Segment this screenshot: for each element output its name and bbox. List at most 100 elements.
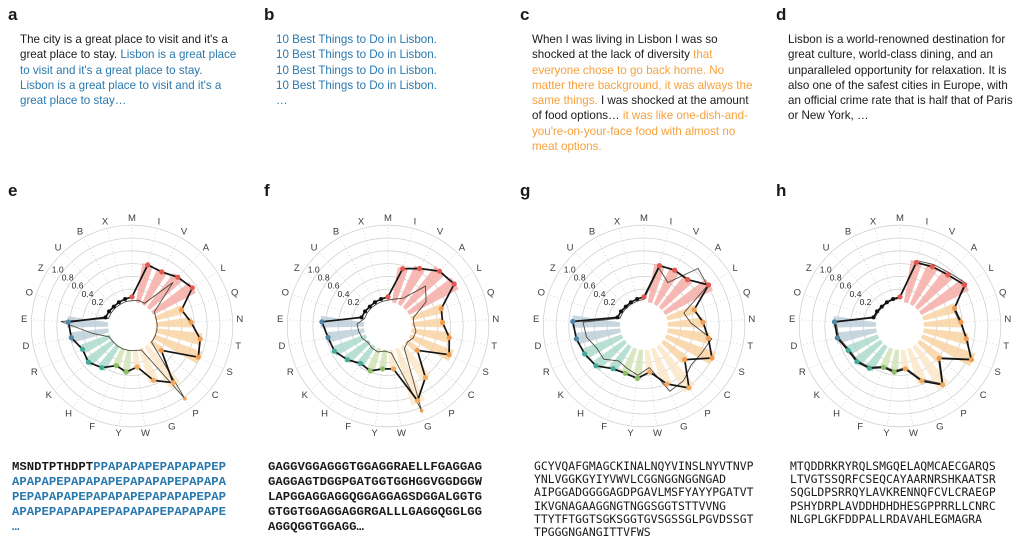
- amino-acid-label-A: A: [203, 242, 210, 253]
- amino-acid-label-D: D: [278, 341, 285, 352]
- amino-acid-label-T: T: [491, 341, 497, 352]
- amino-acid-label-M: M: [384, 213, 392, 224]
- amino-acid-label-V: V: [949, 226, 956, 237]
- amino-acid-label-F: F: [857, 421, 863, 432]
- amino-acid-label-S: S: [227, 367, 233, 378]
- amino-acid-label-N: N: [748, 314, 755, 325]
- amino-acid-label-E: E: [533, 314, 539, 325]
- text-segment-blue: PPAPAPAPEPAPAPAPEP APAPAPEPAPAPAPEPAPAPA…: [12, 460, 227, 534]
- radial-tick-label: 0.4: [594, 289, 606, 299]
- amino-acid-label-K: K: [302, 390, 309, 401]
- panel-d-letter: d: [776, 5, 787, 24]
- amino-acid-label-Q: Q: [487, 288, 494, 299]
- amino-acid-label-V: V: [693, 226, 700, 237]
- amino-acid-label-B: B: [333, 226, 339, 237]
- text-segment-black: MTQDDRKRYRQLSMGQELAQMCAECGARQS LTVGTSSQR…: [790, 459, 996, 526]
- amino-acid-label-A: A: [459, 242, 466, 253]
- amino-acid-label-H: H: [65, 408, 72, 419]
- amino-acid-label-X: X: [102, 216, 109, 227]
- radial-tick-label: 0.2: [348, 297, 360, 307]
- amino-acid-label-I: I: [670, 216, 673, 227]
- amino-acid-label-N: N: [492, 314, 499, 325]
- amino-acid-label-F: F: [345, 421, 351, 432]
- radial-tick-label: 0.6: [584, 281, 596, 291]
- amino-acid-label-A: A: [971, 242, 978, 253]
- amino-acid-label-Z: Z: [550, 263, 556, 274]
- amino-acid-label-A: A: [715, 242, 722, 253]
- amino-acid-label-B: B: [77, 226, 83, 237]
- amino-acid-label-D: D: [534, 341, 541, 352]
- amino-acid-label-G: G: [424, 421, 431, 432]
- amino-acid-label-Y: Y: [115, 428, 122, 439]
- radial-tick-label: 1.0: [820, 265, 832, 275]
- amino-acid-label-V: V: [181, 226, 188, 237]
- radial-tick-label: 1.0: [564, 265, 576, 275]
- panel-h-letter: h: [776, 181, 787, 200]
- amino-acid-label-T: T: [235, 341, 241, 352]
- amino-acid-label-P: P: [448, 408, 454, 419]
- text-segment-black: I was shocked at the amount of food opti…: [532, 94, 752, 123]
- radial-tick-label: 0.6: [840, 281, 852, 291]
- amino-acid-label-Q: Q: [231, 288, 238, 299]
- amino-acid-label-L: L: [221, 263, 226, 274]
- amino-acid-label-I: I: [926, 216, 929, 227]
- amino-acid-label-D: D: [790, 341, 797, 352]
- amino-acid-label-P: P: [192, 408, 198, 419]
- radial-tick-label: 0.6: [328, 281, 340, 291]
- amino-acid-label-S: S: [739, 367, 745, 378]
- sequence-f: GAGGVGGAGGGTGGAGGRAELLFGAGGAG GAGGAGTDGG…: [268, 460, 512, 535]
- text-segment-orange: it was like one-dish-and-you're-on-your-…: [532, 109, 748, 154]
- panel-g-letter: g: [520, 181, 531, 200]
- amino-acid-label-C: C: [468, 390, 475, 401]
- text-segment-orange: that everyone chose to go back home. No …: [532, 48, 756, 108]
- text-segment-black: Lisbon is a world-renowned destination f…: [788, 33, 1016, 123]
- text-segment-blue: Lisbon is a great place to visit and it'…: [20, 48, 237, 108]
- amino-acid-label-E: E: [789, 314, 795, 325]
- amino-acid-label-C: C: [980, 390, 987, 401]
- amino-acid-label-W: W: [909, 428, 918, 439]
- amino-acid-label-R: R: [287, 367, 294, 378]
- amino-acid-label-Z: Z: [38, 263, 44, 274]
- amino-acid-label-N: N: [236, 314, 243, 325]
- amino-acid-label-H: H: [577, 408, 584, 419]
- amino-acid-label-Y: Y: [627, 428, 634, 439]
- sequence-e: MSNDTPTHDPTPPAPAPAPEPAPAPAPEP APAPAPEPAP…: [12, 460, 256, 535]
- amino-acid-label-G: G: [936, 421, 943, 432]
- radial-tick-label: 0.4: [338, 289, 350, 299]
- amino-acid-label-T: T: [1003, 341, 1009, 352]
- amino-acid-label-I: I: [414, 216, 417, 227]
- amino-acid-label-P: P: [704, 408, 710, 419]
- radial-tick-label: 0.2: [604, 297, 616, 307]
- amino-acid-label-U: U: [823, 242, 830, 253]
- panel-b-letter: b: [264, 5, 275, 24]
- radial-tick-label: 0.4: [82, 289, 94, 299]
- amino-acid-label-V: V: [437, 226, 444, 237]
- radial-tick-label: 0.2: [860, 297, 872, 307]
- amino-acid-label-X: X: [358, 216, 365, 227]
- text-segment-black: GAGGVGGAGGGTGGAGGRAELLFGAGGAG GAGGAGTDGG…: [268, 460, 483, 534]
- panel-b: b 10 Best Things to Do in Lisbon. 10 Bes…: [256, 0, 512, 182]
- radial-tick-label: 1.0: [308, 265, 320, 275]
- amino-acid-label-C: C: [212, 390, 219, 401]
- amino-acid-label-S: S: [995, 367, 1001, 378]
- amino-acid-label-B: B: [845, 226, 851, 237]
- amino-acid-label-Q: Q: [743, 288, 750, 299]
- amino-acid-label-U: U: [567, 242, 574, 253]
- panel-e-letter: e: [8, 181, 18, 200]
- amino-acid-label-H: H: [833, 408, 840, 419]
- amino-acid-label-M: M: [640, 213, 648, 224]
- amino-acid-label-B: B: [589, 226, 595, 237]
- amino-acid-label-D: D: [22, 341, 29, 352]
- sequence-h: MTQDDRKRYRQLSMGQELAQMCAECGARQS LTVGTSSQR…: [790, 459, 1024, 526]
- amino-acid-label-X: X: [870, 216, 877, 227]
- amino-acid-label-K: K: [814, 390, 821, 401]
- amino-acid-label-R: R: [799, 367, 806, 378]
